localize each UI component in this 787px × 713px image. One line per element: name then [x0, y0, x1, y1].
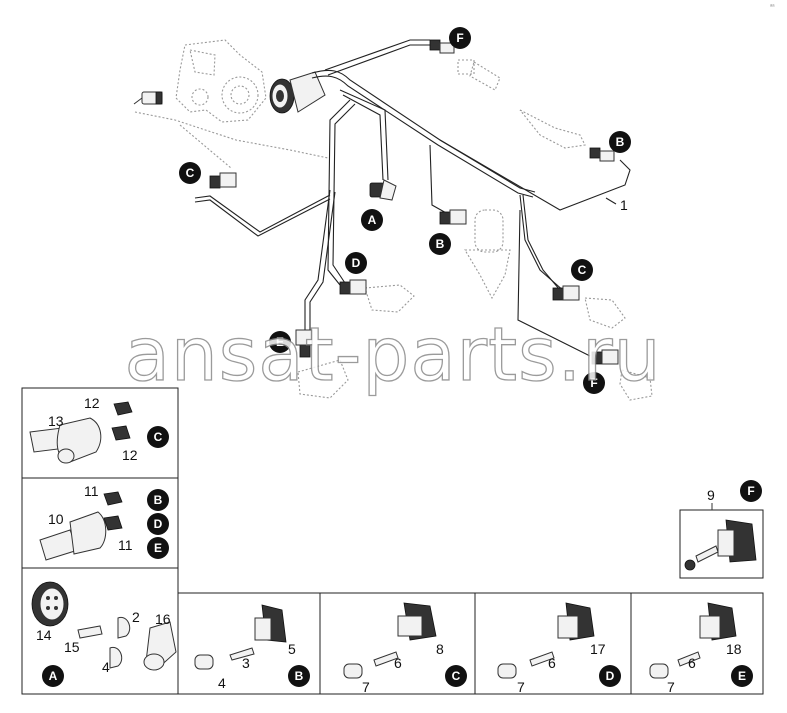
- callout-13: 13: [48, 413, 64, 429]
- box-d-parts: 7 6 17 D: [497, 602, 621, 695]
- badge-box-e: E: [731, 665, 753, 687]
- svg-text:A: A: [49, 669, 58, 683]
- svg-text:B: B: [436, 237, 445, 251]
- callout-6-c: 6: [394, 655, 402, 671]
- connector-f-bottom: [591, 349, 619, 365]
- ghost-sensor-b-top: [519, 109, 586, 149]
- left-panel-column: 13 12 12 C 10 11 11 B D E: [21, 387, 179, 695]
- main-harness-drawing: 1 F B C A B D C E F: [133, 27, 653, 401]
- badge-box-d: D: [599, 665, 621, 687]
- badge-top-f: F: [449, 27, 471, 49]
- ghost-sensor-f-bottom: [619, 369, 653, 401]
- badge-box-c: C: [445, 665, 467, 687]
- box-e-parts: 7 6 18 E: [649, 602, 753, 695]
- callout-4-b: 4: [218, 675, 226, 691]
- callout-7-e: 7: [667, 679, 675, 695]
- svg-text:D: D: [154, 517, 163, 531]
- svg-text:B: B: [295, 669, 304, 683]
- connector-b-top: [589, 147, 615, 162]
- connector-c-left: [209, 172, 237, 189]
- callout-16: 16: [155, 611, 171, 627]
- svg-text:A: A: [368, 213, 377, 227]
- connector-c-right: [552, 285, 580, 301]
- svg-text:F: F: [747, 484, 754, 498]
- callout-15: 15: [64, 639, 80, 655]
- callout-1: 1: [620, 197, 628, 213]
- svg-text:C: C: [578, 263, 587, 277]
- corner-mark: ᵃᵃ: [770, 4, 775, 10]
- ghost-engine-block: [134, 39, 329, 169]
- badge-left-e: E: [269, 331, 291, 353]
- callout-17: 17: [590, 641, 606, 657]
- svg-text:E: E: [276, 335, 284, 349]
- bottom-row-boxes: 4 3 5 B 7 6 8 C 7 6 17 D: [177, 592, 764, 695]
- ghost-sensor-c-right: [584, 297, 626, 329]
- badge-right-b: B: [609, 131, 631, 153]
- callout-12-top: 12: [84, 395, 100, 411]
- callout-4-a: 4: [102, 659, 110, 675]
- callout-8: 8: [436, 641, 444, 657]
- panel-c-parts: 13 12 12 C: [29, 395, 169, 464]
- svg-text:F: F: [590, 376, 597, 390]
- callout-6-d: 6: [548, 655, 556, 671]
- harness-wires: [194, 39, 631, 357]
- connector-e: [295, 329, 313, 358]
- watermark-text: ansat-parts.ru: [124, 312, 661, 398]
- svg-text:E: E: [154, 541, 162, 555]
- connector-a-elbow: [369, 179, 397, 201]
- svg-text:D: D: [352, 256, 361, 270]
- ghost-sensor-center: [464, 209, 511, 300]
- panel-a-parts: 2 14 15 4 16 A: [31, 581, 177, 687]
- svg-text:E: E: [738, 669, 746, 683]
- svg-text:D: D: [606, 669, 615, 683]
- connector-b-center: [439, 209, 467, 225]
- sensor-left: [133, 91, 163, 105]
- callout-11-bottom: 11: [118, 537, 133, 553]
- callout-7-c: 7: [362, 679, 370, 695]
- callout-9: 9: [707, 487, 715, 503]
- ghost-sensor-f-top: [457, 59, 501, 91]
- round-connector-top: [269, 71, 326, 114]
- badge-panel-e: E: [147, 537, 169, 559]
- panel-bde-parts: 10 11 11 B D E: [39, 483, 169, 561]
- callout-6-e: 6: [688, 655, 696, 671]
- ghost-sensor-d: [364, 284, 415, 313]
- callout-11-top: 11: [84, 483, 99, 499]
- badge-panel-b: B: [147, 489, 169, 511]
- box-b-parts: 4 3 5 B: [194, 604, 310, 691]
- connector-d: [339, 279, 367, 295]
- callout-7-d: 7: [517, 679, 525, 695]
- svg-text:C: C: [186, 166, 195, 180]
- box-c-parts: 7 6 8 C: [343, 602, 467, 695]
- badge-box-b: B: [288, 665, 310, 687]
- callout-14: 14: [36, 627, 52, 643]
- badge-panel-d: D: [147, 513, 169, 535]
- callout-12-bottom: 12: [122, 447, 138, 463]
- badge-right-c: C: [571, 259, 593, 281]
- badge-left-c: C: [179, 162, 201, 184]
- ghost-sensor-e: [297, 359, 349, 399]
- svg-text:F: F: [456, 31, 463, 45]
- badge-center-a: A: [361, 209, 383, 231]
- callout-3: 3: [242, 655, 250, 671]
- badge-panel-c: C: [147, 426, 169, 448]
- badge-center-d: D: [345, 252, 367, 274]
- callout-2: 2: [132, 609, 140, 625]
- badge-panel-a: A: [42, 665, 64, 687]
- svg-text:C: C: [154, 430, 163, 444]
- box-f: 9 F: [679, 480, 764, 579]
- callout-5: 5: [288, 641, 296, 657]
- callout-10: 10: [48, 511, 64, 527]
- badge-center-b: B: [429, 233, 451, 255]
- svg-text:B: B: [616, 135, 625, 149]
- badge-bottom-f: F: [583, 372, 605, 394]
- svg-text:B: B: [154, 493, 163, 507]
- connector-f-top: [429, 39, 455, 54]
- svg-text:C: C: [452, 669, 461, 683]
- badge-box-f: F: [740, 480, 762, 502]
- callout-18: 18: [726, 641, 742, 657]
